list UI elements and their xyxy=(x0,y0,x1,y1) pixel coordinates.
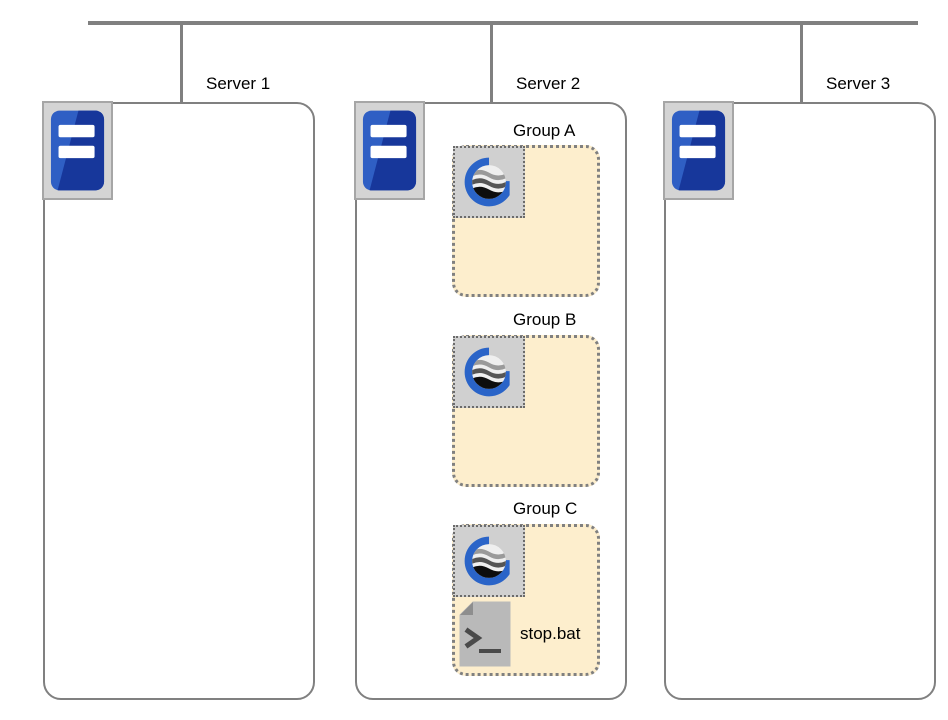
stop-script-row[interactable]: stop.bat xyxy=(459,601,581,667)
server-3-container[interactable] xyxy=(664,102,936,700)
server-machine-icon xyxy=(42,101,113,200)
network-bus-line xyxy=(88,21,918,25)
group-a-box[interactable] xyxy=(452,145,600,297)
server-1-container[interactable] xyxy=(43,102,315,700)
network-drop-line-server-3 xyxy=(800,21,803,103)
group-c-label: Group C xyxy=(513,499,578,518)
server-2-label: Server 2 xyxy=(516,74,581,93)
network-drop-line-server-2 xyxy=(490,21,493,103)
batch-script-icon[interactable] xyxy=(459,601,511,667)
server-machine-icon xyxy=(354,101,425,200)
glassfish-instance-icon[interactable] xyxy=(453,525,525,597)
group-c-box[interactable]: stop.bat xyxy=(452,524,600,676)
server-machine-icon xyxy=(663,101,734,200)
glassfish-instance-icon[interactable] xyxy=(453,146,525,218)
group-b-label: Group B xyxy=(513,310,577,329)
group-b-box[interactable] xyxy=(452,335,600,487)
server-3-label: Server 3 xyxy=(826,74,891,93)
script-file-name: stop.bat xyxy=(520,624,581,643)
server-1-label: Server 1 xyxy=(206,74,271,93)
network-drop-line-server-1 xyxy=(180,21,183,103)
group-a-label: Group A xyxy=(513,121,576,140)
glassfish-instance-icon[interactable] xyxy=(453,336,525,408)
